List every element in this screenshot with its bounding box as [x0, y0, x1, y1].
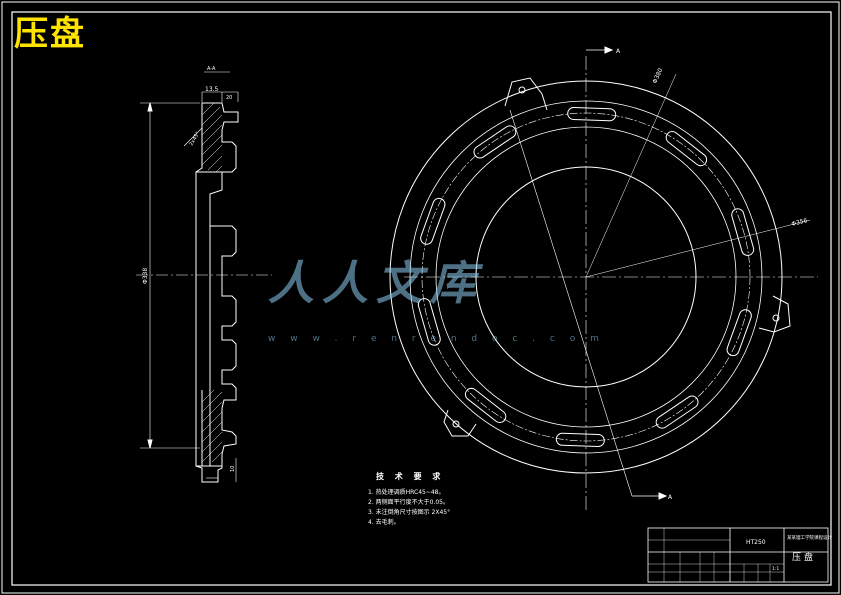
dim-diam-mid: Φ356 — [791, 217, 809, 228]
slot — [420, 197, 446, 245]
slot — [555, 432, 605, 448]
slot — [655, 395, 699, 429]
front-view — [389, 46, 818, 510]
section-view — [136, 71, 272, 483]
dim-diam-outer: Φ380 — [651, 67, 664, 85]
dim-top-2: 20 — [226, 95, 232, 101]
slot — [731, 208, 755, 256]
slot — [417, 298, 441, 346]
label-a-top: A — [616, 48, 621, 55]
slot — [665, 131, 708, 167]
lug-top — [504, 77, 548, 111]
dim-diameter-left: Φ338 — [142, 268, 149, 284]
dim-chamfer: 2x45° — [189, 131, 202, 147]
title-block-school: 某某理工学院课程设计 — [787, 534, 832, 541]
tech-requirement-item: 1. 热处理调质HRC45~48。 — [368, 489, 445, 496]
tech-requirement-item: 2. 两侧面平行度不大于0.05。 — [368, 499, 449, 506]
tech-requirements-heading: 技 术 要 求 — [376, 472, 445, 481]
slot — [473, 125, 517, 159]
watermark-url: w w w . r e n r e n d o c . c o m — [268, 334, 605, 344]
dim-top-1: 13.5 — [205, 86, 219, 93]
dim-bottom: 10 — [230, 466, 236, 472]
slot-group — [417, 106, 755, 448]
label-a-bottom: A — [668, 494, 673, 501]
lug-right — [758, 295, 791, 333]
tech-requirement-item: 4. 去毛刺。 — [368, 519, 400, 526]
title-block — [647, 527, 829, 583]
section-mark: A-A — [207, 66, 216, 72]
slot — [567, 106, 617, 122]
inner-border — [11, 11, 832, 586]
title-block-scale: 1:1 — [772, 566, 779, 572]
title-block-code: HT250 — [746, 539, 766, 546]
tech-requirements: 技 术 要 求 1. 热处理调质HRC45~48。 2. 两侧面平行度不大于0.… — [368, 472, 450, 528]
title-block-name: 压盘 — [792, 551, 816, 563]
slot — [726, 309, 752, 357]
drawing-title: 压盘 — [14, 14, 86, 54]
slot — [464, 387, 507, 423]
tech-requirement-item: 3. 未注倒角尺寸按图示 2X45° — [368, 509, 451, 516]
watermark-text: 人人文库 — [268, 256, 484, 310]
lug-bottom — [443, 409, 477, 437]
